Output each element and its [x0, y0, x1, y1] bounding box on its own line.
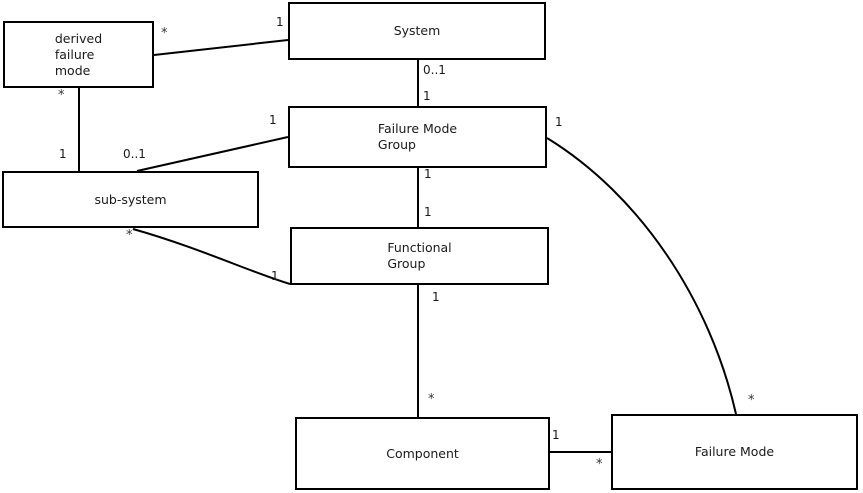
association-sub-system-to-functional-group	[132, 228, 291, 285]
class-box-system[interactable]: System	[288, 2, 546, 60]
mult-fg-to-component-source: 1	[432, 290, 440, 304]
class-box-failure-mode-group[interactable]: Failure Mode Group	[288, 106, 547, 168]
class-name-functional-group: Functional Group	[387, 240, 452, 271]
mult-subsystem-to-fmg-source: 0..1	[123, 147, 146, 161]
class-name-system: System	[393, 23, 441, 38]
mult-subsystem-to-fg-target: 1	[271, 269, 279, 283]
mult-fg-to-component-target: *	[428, 392, 435, 407]
mult-dfm-to-subsystem-source: *	[58, 88, 65, 103]
class-name-component: Component	[386, 445, 459, 461]
mult-fmg-to-fg-target: 1	[424, 205, 432, 219]
class-box-functional-group[interactable]: Functional Group	[290, 227, 549, 285]
class-box-derived-failure-mode[interactable]: derived failure mode	[3, 21, 154, 88]
mult-system-to-fmg-target: 1	[423, 89, 431, 103]
class-name-failure-mode: Failure Mode	[694, 444, 775, 459]
mult-subsystem-to-fg-source: *	[126, 228, 133, 243]
association-failure-mode-group-to-failure-mode	[546, 137, 737, 415]
mult-subsystem-to-fmg-target: 1	[269, 113, 277, 127]
mult-fmg-to-fg-source: 1	[424, 167, 432, 181]
class-box-failure-mode[interactable]: Failure Mode	[611, 414, 858, 490]
mult-dfm-to-system-source: *	[161, 26, 168, 41]
class-name-sub-system: sub-system	[94, 191, 167, 207]
class-box-component[interactable]: Component	[295, 417, 550, 490]
mult-fmg-to-fm-source: 1	[555, 115, 563, 129]
mult-fmg-to-fm-target: *	[748, 393, 755, 408]
mult-component-to-fm-target: *	[596, 457, 603, 472]
mult-component-to-fm-source: 1	[552, 428, 560, 442]
association-sub-system-to-failure-mode-group	[136, 136, 289, 172]
class-name-derived-failure-mode: derived failure mode	[54, 30, 103, 78]
class-name-failure-mode-group: Failure Mode Group	[377, 121, 458, 152]
class-box-sub-system[interactable]: sub-system	[2, 171, 259, 228]
mult-system-to-fmg-source: 0..1	[423, 63, 446, 77]
mult-dfm-to-subsystem-target: 1	[59, 147, 67, 161]
mult-dfm-to-system-target: 1	[276, 15, 284, 29]
association-derived-failure-mode-to-system	[153, 39, 289, 56]
